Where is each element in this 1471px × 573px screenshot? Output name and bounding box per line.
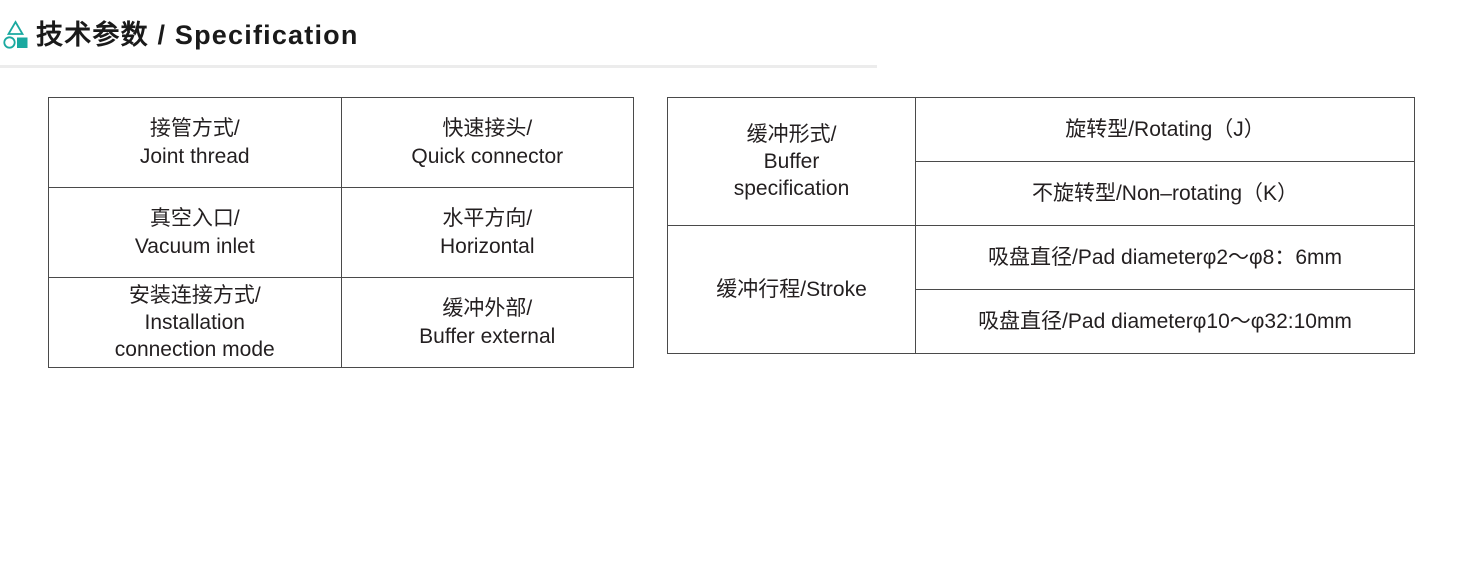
- table-row: 吸盘直径/Pad diameterφ10～φ32:10mm: [668, 289, 1415, 354]
- table-row: 缓冲行程/Stroke 吸盘直径/Pad diameterφ2～φ8：6mm: [667, 225, 1415, 354]
- table-row: 不旋转型/Non–rotating（K）: [668, 161, 1415, 226]
- shapes-icon: [2, 19, 30, 51]
- cell-text-line: Installation: [144, 310, 245, 334]
- cell-text-line: 水平方向/: [442, 207, 533, 231]
- cell-text-line: Buffer: [763, 149, 820, 173]
- cell-value-rotating-j: 旋转型/Rotating（J）: [915, 97, 1415, 162]
- table-row: 真空入口/ Vacuum inlet 水平方向/ Horizontal: [48, 187, 634, 278]
- cell-text-line: Horizontal: [439, 234, 535, 258]
- cell-text-line: Vacuum inlet: [134, 234, 255, 258]
- cell-value-non-rotating-k: 不旋转型/Non–rotating（K）: [915, 161, 1415, 226]
- cell-label-installation-mode: 安装连接方式/ Installation connection mode: [48, 277, 342, 368]
- cell-label-stroke: 缓冲行程/Stroke: [667, 225, 916, 354]
- table-row: 安装连接方式/ Installation connection mode 缓冲外…: [48, 277, 634, 368]
- table-row: 接管方式/ Joint thread 快速接头/ Quick connector: [48, 97, 634, 188]
- cell-value-buffer-external: 缓冲外部/ Buffer external: [340, 277, 634, 368]
- cell-text-line: 缓冲外部/: [442, 297, 533, 321]
- cell-text-line: 缓冲形式/: [746, 122, 837, 146]
- cell-text-line: Quick connector: [411, 144, 564, 168]
- cell-text-line: 快速接头/: [442, 117, 533, 141]
- cell-label-vacuum-inlet: 真空入口/ Vacuum inlet: [48, 187, 342, 278]
- cell-text-line: 缓冲行程/Stroke: [716, 277, 867, 301]
- cell-text-line: Buffer external: [419, 324, 556, 348]
- cell-label-buffer-specification: 缓冲形式/ Buffer specification: [667, 97, 916, 226]
- cell-text-line: Joint thread: [139, 144, 250, 168]
- cell-text-line: specification: [733, 177, 850, 201]
- page-title: 技术参数 / Specification: [36, 20, 359, 50]
- cell-text-line: connection mode: [114, 338, 275, 362]
- cell-text-line: 接管方式/: [149, 117, 240, 141]
- cell-value-stroke-large-pad: 吸盘直径/Pad diameterφ10～φ32:10mm: [915, 289, 1415, 354]
- cell-value-horizontal: 水平方向/ Horizontal: [340, 187, 634, 278]
- header-divider: [0, 65, 877, 68]
- buffer-spec-table: 缓冲形式/ Buffer specification 旋转型/Rotating（…: [667, 97, 1415, 354]
- cell-text-line: 安装连接方式/: [128, 283, 261, 307]
- connection-spec-table: 接管方式/ Joint thread 快速接头/ Quick connector…: [48, 97, 634, 368]
- cell-label-joint-thread: 接管方式/ Joint thread: [48, 97, 342, 188]
- cell-value-stroke-small-pad: 吸盘直径/Pad diameterφ2～φ8：6mm: [915, 225, 1415, 290]
- section-header: 技术参数 / Specification: [0, 0, 1471, 70]
- cell-text-line: 真空入口/: [149, 207, 240, 231]
- cell-value-quick-connector: 快速接头/ Quick connector: [340, 97, 634, 188]
- table-row: 缓冲形式/ Buffer specification 旋转型/Rotating（…: [667, 97, 1415, 226]
